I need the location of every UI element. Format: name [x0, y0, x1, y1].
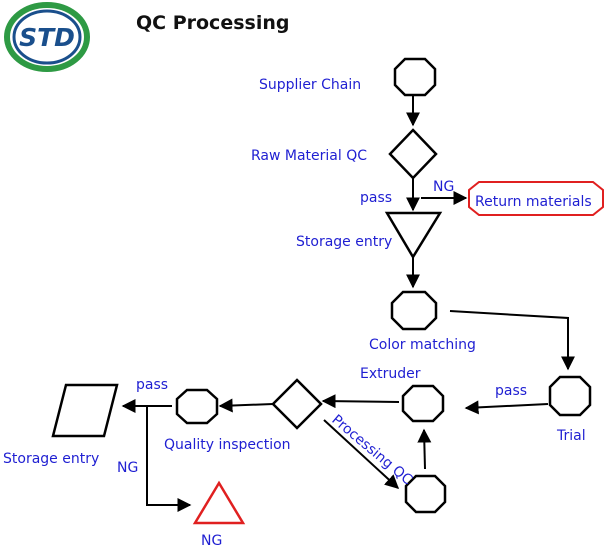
logo-inner-ring: [12, 9, 82, 65]
label-extruder: Extruder: [360, 366, 421, 382]
node-color-matching: [390, 290, 438, 331]
edge-label-raw-pass: pass: [360, 190, 392, 206]
edge-inspection-to-ng: [146, 406, 192, 512]
node-trial: [548, 375, 592, 417]
node-storage-entry-left: [51, 383, 119, 438]
node-return-materials: [468, 181, 604, 216]
label-quality-inspection: Quality inspection: [164, 437, 291, 453]
edge-color-to-trial: [449, 310, 575, 371]
label-trial: Trial: [556, 428, 586, 444]
edge-label-raw-ng: NG: [433, 179, 454, 195]
edge-decision-to-inspection: [218, 398, 274, 413]
node-processing-qc: [404, 474, 447, 514]
edge-processingqc-to-extruder: [417, 428, 432, 470]
node-decision: [271, 378, 323, 430]
edge-extruder-to-decision: [321, 394, 400, 409]
page-title: QC Processing: [136, 12, 289, 34]
label-raw-material-qc: Raw Material QC: [251, 148, 367, 164]
label-ng-node: NG: [201, 533, 222, 549]
node-supplier-chain: [393, 57, 437, 97]
edge-label-trial-pass: pass: [495, 383, 527, 399]
std-logo: STD: [4, 2, 90, 72]
label-storage-entry-left: Storage entry: [3, 451, 99, 467]
edge-label-inspection-ng: NG: [117, 460, 138, 476]
node-extruder: [401, 384, 445, 423]
label-supplier-chain: Supplier Chain: [259, 77, 361, 93]
edge-decision-to-processingqc: [323, 419, 400, 489]
node-storage-entry-top: [384, 211, 443, 260]
label-processing-qc: Processing QC: [328, 412, 415, 489]
edge-label-inspection-pass: pass: [136, 377, 168, 393]
node-ng: [192, 480, 246, 525]
logo-text: STD: [19, 23, 75, 52]
label-return-materials: Return materials: [475, 194, 592, 210]
label-color-matching: Color matching: [369, 337, 476, 353]
node-quality-inspection: [175, 388, 219, 425]
edge-trial-to-extruder: [464, 400, 549, 415]
label-storage-entry-top: Storage entry: [296, 234, 392, 250]
node-raw-material-qc: [388, 128, 438, 180]
